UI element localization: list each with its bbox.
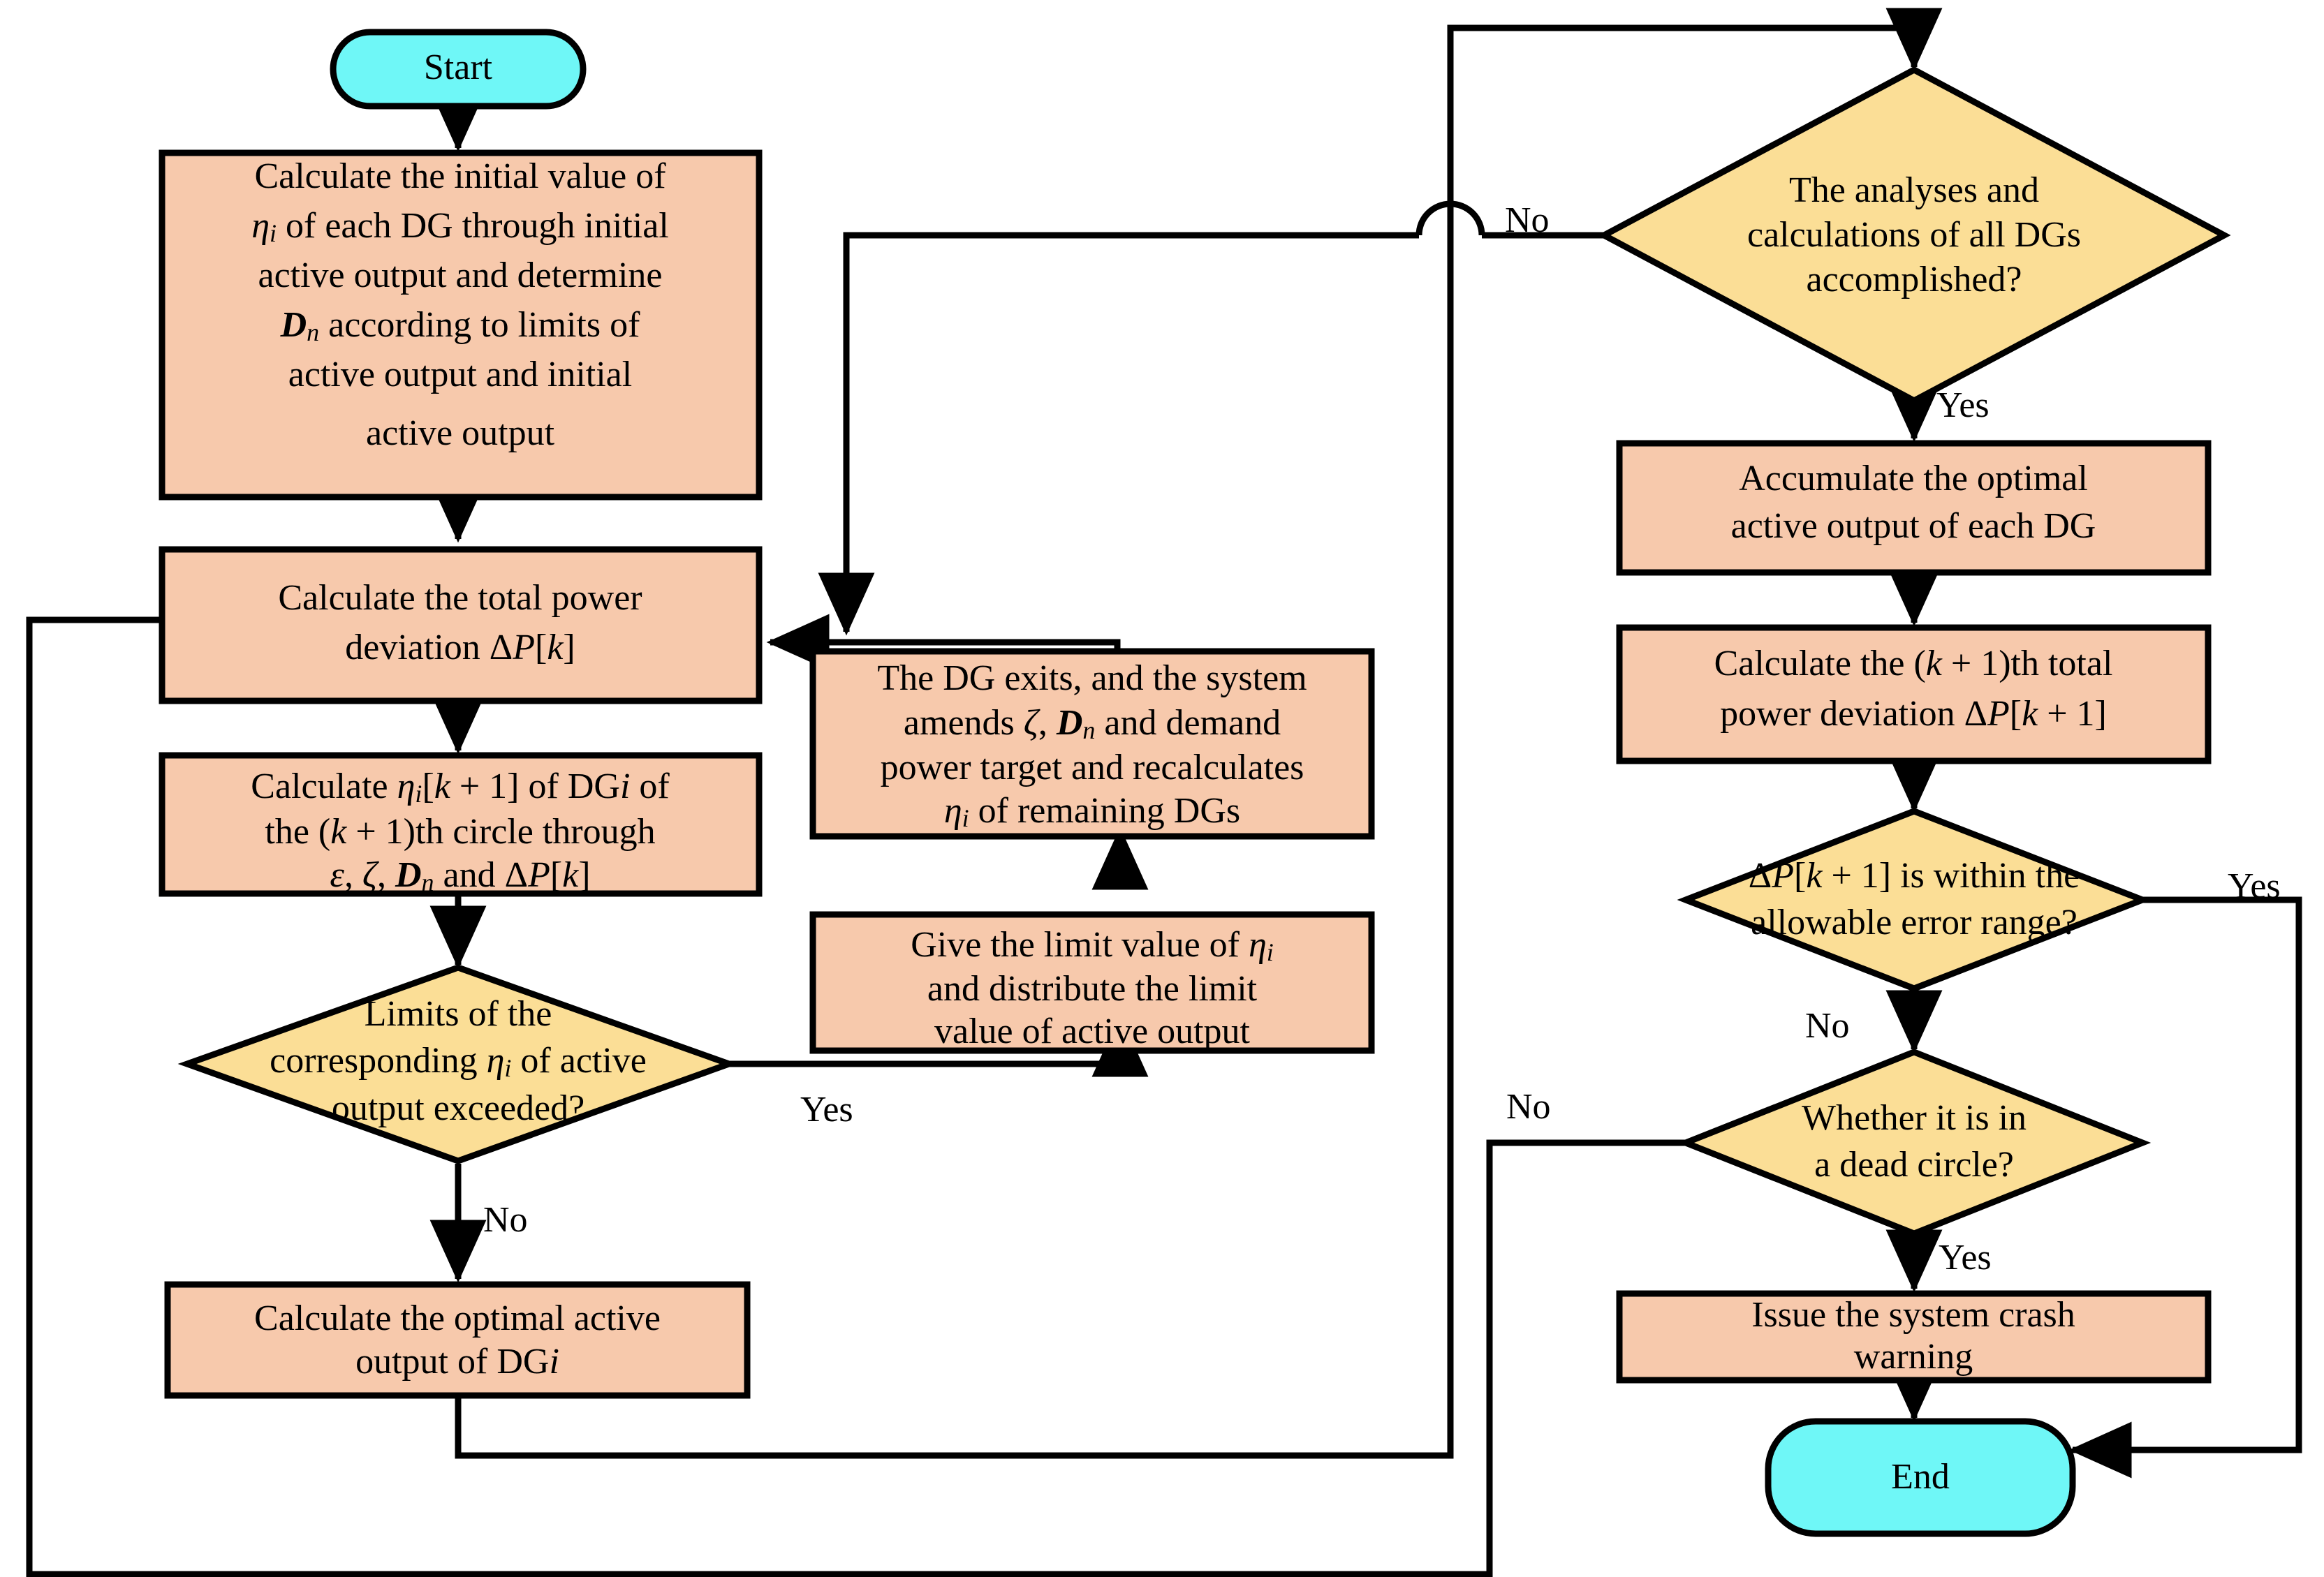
node-optimal-dgi-line-0: Calculate the optimal active — [254, 1298, 661, 1338]
node-calc-k1[interactable]: Calculate the (k + 1)th total power devi… — [1616, 624, 2212, 764]
node-init-line-2: active output and determine — [258, 256, 662, 295]
edge-withinrangeq-yes-to-end — [2068, 896, 2302, 1479]
node-limits-question[interactable]: Limits of the corresponding ηi of active… — [177, 964, 739, 1164]
node-all-dgs-question-line-2: accomplished? — [1807, 260, 2022, 299]
node-calc-k1-line-1: power deviation ΔP[k + 1] — [1720, 694, 2107, 734]
edge-label-deadcircle-yes: Yes — [1939, 1238, 1992, 1278]
node-dg-exits-line-2: power target and recalculates — [881, 748, 1304, 787]
node-accumulate-line-1: active output of each DG — [1731, 506, 2096, 546]
node-crash-warning-line-0: Issue the system crash — [1751, 1295, 2075, 1335]
edge-label-deadcircle-no: No — [1506, 1087, 1551, 1127]
node-total-dev[interactable]: Calculate the total power deviation ΔP[k… — [159, 546, 763, 704]
node-give-limit-line-0: Give the limit value of ηi — [911, 925, 1274, 966]
node-total-dev-line-0: Calculate the total power — [278, 578, 642, 618]
node-init-line-1: ηi of each DG through initial — [251, 206, 669, 247]
node-calc-eta[interactable]: Calculate ηi[k + 1] of DGi of the (k + 1… — [159, 752, 763, 897]
edge-deadcircleq-no-to-totaldev — [26, 591, 1686, 1577]
node-crash-warning-line-1: warning — [1854, 1337, 1973, 1377]
node-within-range-question-line-1: allowable error range? — [1751, 903, 2077, 942]
node-calc-eta-line-0: Calculate ηi[k + 1] of DGi of — [251, 767, 670, 808]
node-calc-eta-line-2: ε, ζ, Dn and ΔP[k] — [330, 855, 590, 896]
node-give-limit[interactable]: Give the limit value of ηi and distribut… — [809, 911, 1375, 1054]
node-limits-question-line-0: Limits of the — [365, 994, 552, 1034]
node-dg-exits-line-3: ηi of remaining DGs — [944, 791, 1240, 832]
node-calc-k1-line-0: Calculate the (k + 1)th total — [1714, 644, 2113, 683]
edge-label-withinrange-yes: Yes — [2228, 866, 2281, 906]
node-give-limit-line-2: value of active output — [934, 1012, 1251, 1051]
node-give-limit-line-1: and distribute the limit — [927, 969, 1258, 1009]
edge-optimal-to-alldgsq — [455, 8, 1943, 1459]
node-dg-exits[interactable]: The DG exits, and the system amends ζ, D… — [809, 648, 1375, 840]
node-dead-circle-question[interactable]: Whether it is in a dead circle? — [1677, 1049, 2152, 1237]
node-all-dgs-question[interactable]: The analyses and calculations of all DGs… — [1597, 66, 2231, 405]
node-init-line-5: active output — [366, 413, 555, 453]
node-accumulate-line-0: Accumulate the optimal — [1739, 459, 2088, 498]
edge-label-alldgs-no: No — [1505, 200, 1550, 240]
node-accumulate[interactable]: Accumulate the optimal active output of … — [1616, 440, 2212, 576]
node-optimal-dgi-line-1: output of DGi — [355, 1342, 559, 1382]
edge-label-withinrange-no: No — [1805, 1006, 1850, 1046]
node-dg-exits-line-1: amends ζ, Dn and demand — [904, 703, 1281, 744]
node-init[interactable]: Calculate the initial value of ηi of eac… — [159, 149, 763, 501]
node-init-line-0: Calculate the initial value of — [254, 156, 666, 196]
edge-label-alldgs-yes: Yes — [1936, 385, 1990, 425]
edge-label-limits-no: No — [483, 1200, 528, 1240]
node-end-label: End — [1891, 1457, 1950, 1497]
node-init-line-4: active output and initial — [288, 355, 632, 394]
connector-layer — [26, 8, 2302, 1577]
node-crash-warning[interactable]: Issue the system crash warning — [1616, 1290, 2212, 1384]
node-within-range-question-line-0: ΔP[k + 1] is within the — [1749, 856, 2080, 896]
node-start-label: Start — [424, 47, 493, 87]
edge-line-hop-icon — [1415, 200, 1485, 236]
node-all-dgs-question-line-1: calculations of all DGs — [1747, 215, 2081, 255]
node-dead-circle-question-line-0: Whether it is in — [1802, 1098, 2027, 1138]
node-within-range-question[interactable]: ΔP[k + 1] is within the allowable error … — [1677, 808, 2152, 992]
node-limits-question-line-1: corresponding ηi of active — [270, 1041, 647, 1082]
node-init-line-3: Dn according to limits of — [280, 305, 640, 346]
node-all-dgs-question-line-0: The analyses and — [1789, 170, 2039, 210]
edge-label-layer: No Yes Yes No Yes No No Yes — [483, 200, 2281, 1278]
node-calc-eta-line-1: the (k + 1)th circle through — [265, 812, 655, 852]
node-optimal-dgi[interactable]: Calculate the optimal active output of D… — [164, 1281, 751, 1399]
node-total-dev-line-1: deviation ΔP[k] — [345, 628, 575, 667]
edge-label-limits-yes: Yes — [800, 1090, 853, 1130]
node-end[interactable]: End — [1765, 1418, 2076, 1537]
node-limits-question-line-2: output exceeded? — [332, 1088, 584, 1128]
node-dg-exits-line-0: The DG exits, and the system — [877, 658, 1307, 698]
node-dead-circle-question-line-1: a dead circle? — [1814, 1145, 2014, 1185]
node-start[interactable]: Start — [330, 29, 587, 110]
edge-alldgsq-no-seg2 — [843, 232, 1419, 620]
